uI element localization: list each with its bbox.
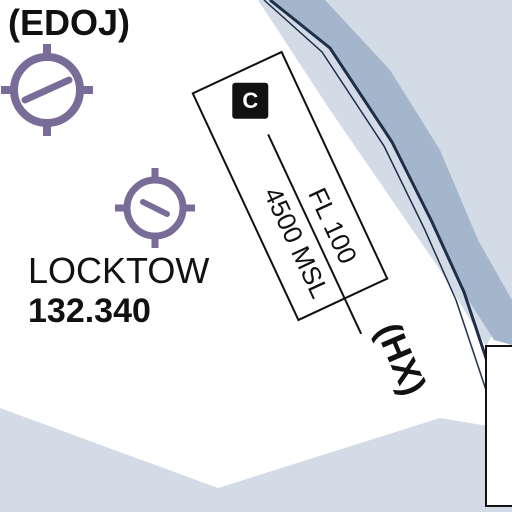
adjacent-label-box <box>485 345 512 507</box>
airspace-band-right <box>208 0 512 346</box>
airfield-frequency: 132.340 <box>28 292 151 330</box>
airfield-code-label: (EDOJ) <box>8 2 131 43</box>
airfield-name: LOCKTOW <box>28 250 210 291</box>
airspace-class-letter: C <box>242 87 259 113</box>
airfield-icon <box>115 168 195 248</box>
airspace-class-badge: C <box>232 82 269 119</box>
tma-boundary-fill <box>268 0 512 345</box>
airspace-band-bottom <box>0 408 512 512</box>
airfield-icon <box>1 44 93 136</box>
